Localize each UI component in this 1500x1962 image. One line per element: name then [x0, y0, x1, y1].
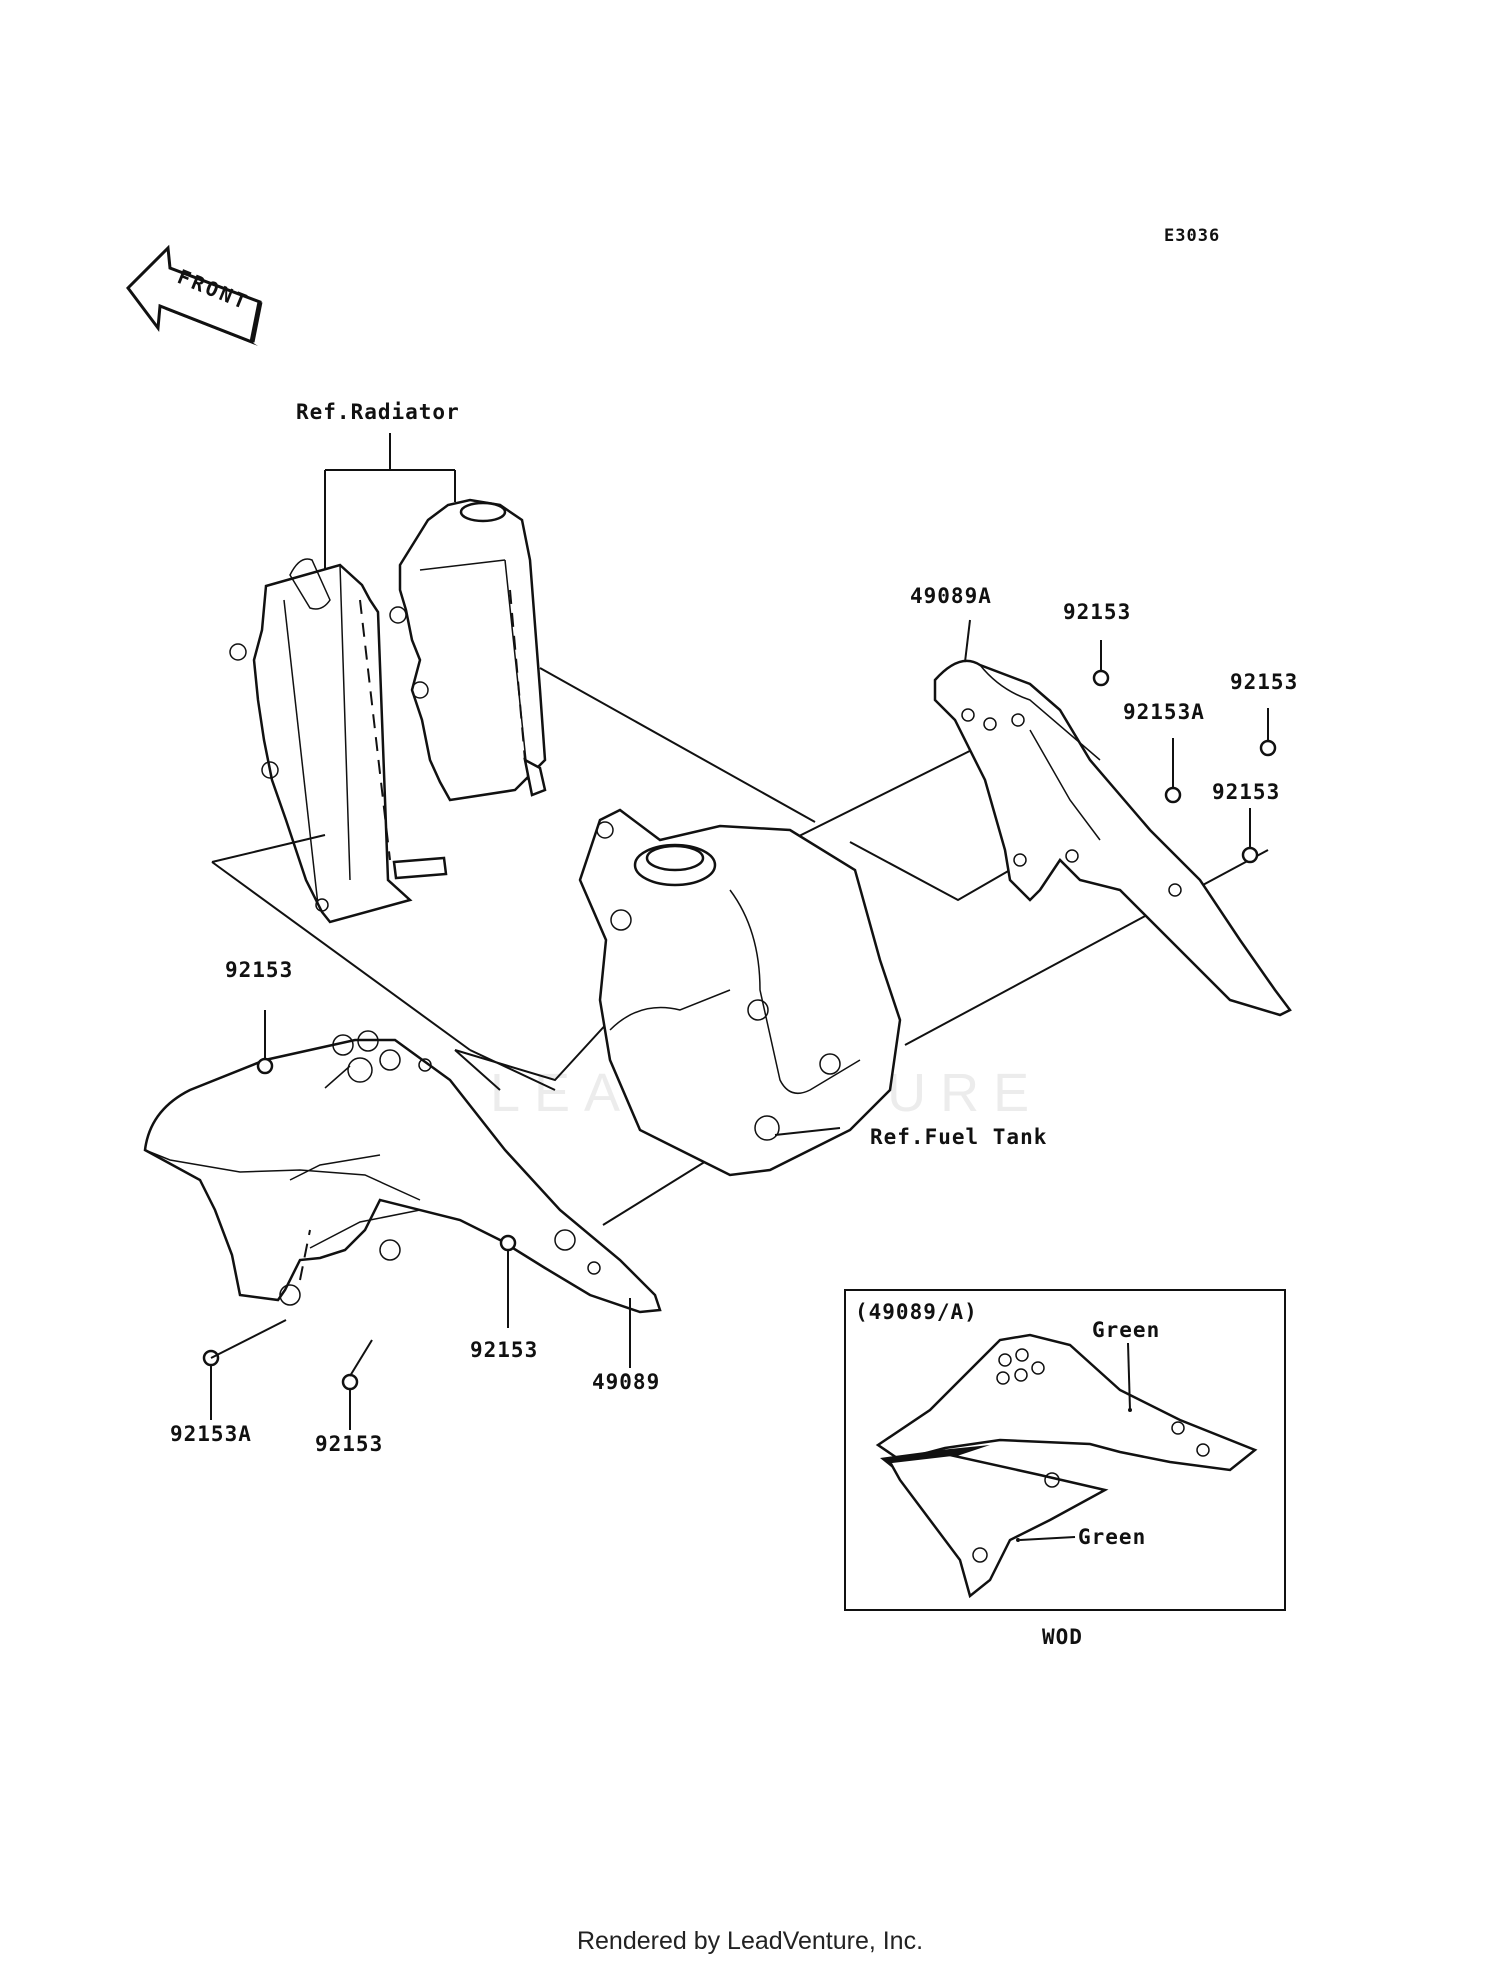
ref-radiator-label: Ref.Radiator — [296, 400, 460, 424]
part-number-bolt-right-mid: 92153 — [1230, 670, 1299, 694]
inset-color-lower: Green — [1078, 1525, 1147, 1549]
assembly-guide-lines — [211, 667, 1269, 1226]
inset-variant-label: WOD — [1042, 1625, 1083, 1649]
inset-title: (49089/A) — [855, 1300, 978, 1324]
part-number-bolt-left-top: 92153 — [225, 958, 294, 982]
diagram-code: E3036 — [1164, 226, 1221, 246]
part-number-bolt-right-top: 92153 — [1063, 600, 1132, 624]
radiator-bracket — [324, 433, 456, 578]
footer-credit: Rendered by LeadVenture, Inc. — [576, 1927, 924, 1955]
part-number-49089a: 49089A — [910, 584, 992, 608]
shroud-left — [143, 1030, 662, 1314]
inset-color-upper: Green — [1092, 1318, 1161, 1342]
part-number-bolt-right-mid-a: 92153A — [1123, 700, 1205, 724]
part-number-bolt-left-front: 92153 — [470, 1338, 539, 1362]
radiator-left — [229, 558, 448, 924]
shroud-right — [933, 659, 1292, 1017]
part-number-bolt-left-bottom-a: 92153A — [170, 1422, 252, 1446]
fuel-tank — [578, 808, 902, 1177]
leader-lines — [210, 619, 1269, 1430]
ref-fuel-tank-label: Ref.Fuel Tank — [870, 1125, 1048, 1149]
front-arrow-icon: FRONT — [126, 244, 263, 346]
part-number-49089: 49089 — [592, 1370, 661, 1394]
inset-box — [844, 1289, 1286, 1611]
radiator-right — [389, 498, 547, 802]
part-number-bolt-left-bottom: 92153 — [315, 1432, 384, 1456]
part-number-bolt-right-low: 92153 — [1212, 780, 1281, 804]
